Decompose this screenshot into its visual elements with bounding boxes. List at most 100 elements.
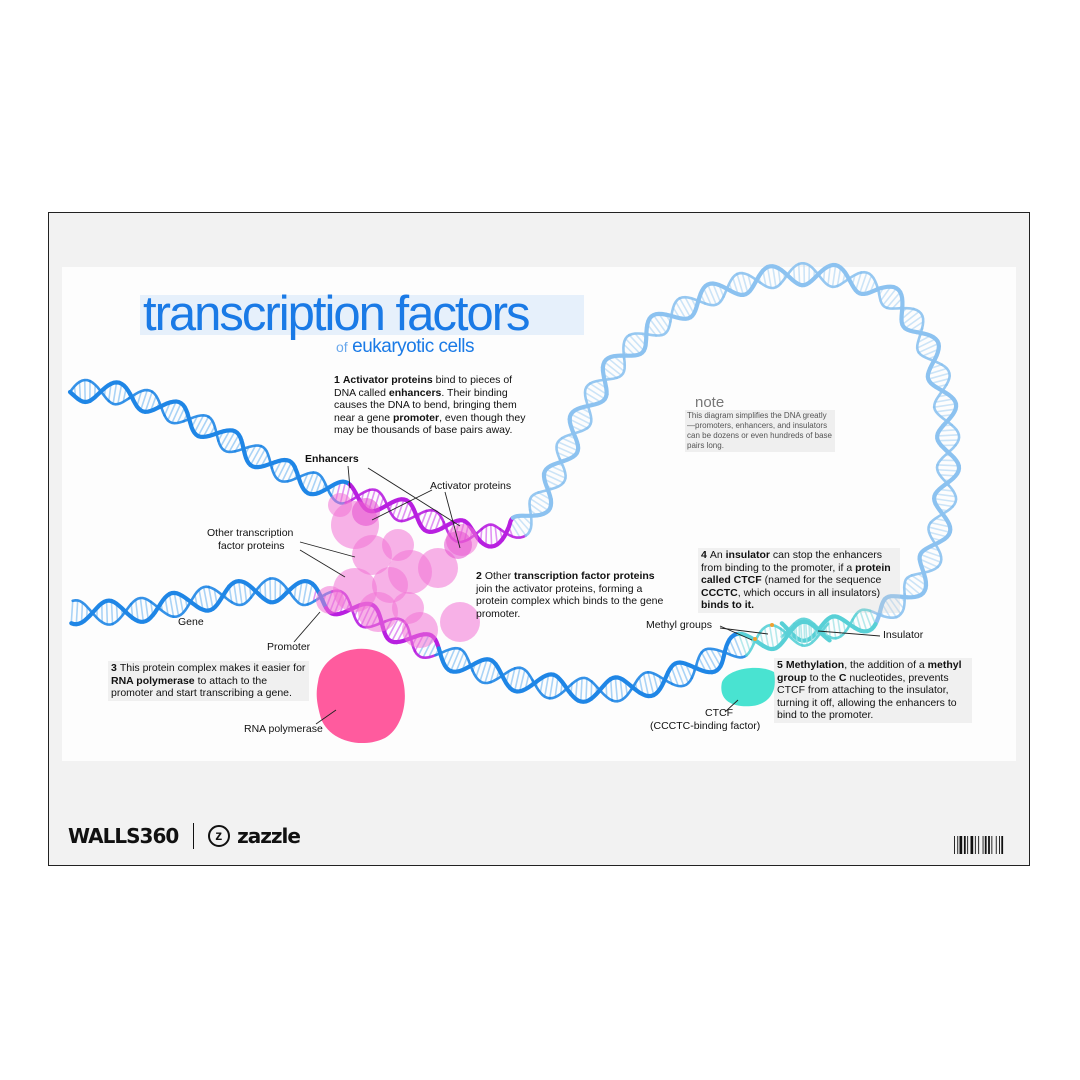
dna-base-pair	[937, 464, 959, 467]
dna-strand	[917, 542, 938, 562]
dna-base-pair	[939, 429, 957, 432]
dna-strand	[303, 485, 331, 497]
tf-protein-blob	[358, 592, 398, 632]
barcode-bar	[963, 836, 966, 854]
dna-base-pair	[485, 525, 488, 546]
dna-strand	[555, 436, 564, 461]
dna-upper-loop	[67, 262, 962, 643]
label-activator-proteins: Activator proteins	[430, 480, 512, 492]
dna-strand	[247, 583, 273, 605]
dna-base-pair	[484, 660, 493, 684]
dna-strand	[68, 378, 92, 394]
dna-base-pair	[647, 672, 655, 696]
dna-strand	[436, 646, 453, 674]
dna-strand	[586, 404, 593, 430]
dna-helix-layer	[67, 262, 962, 704]
dna-strand	[722, 650, 748, 659]
dna-base-pair	[428, 511, 438, 533]
dna-strand	[630, 671, 650, 691]
dna-strand	[210, 584, 232, 611]
dna-base-pair	[489, 524, 493, 547]
dna-strand	[838, 265, 858, 293]
leader-otf-1	[299, 541, 356, 558]
barcode-bar	[970, 836, 974, 854]
dna-base-pair	[614, 677, 619, 702]
dna-base-pair	[810, 623, 813, 643]
barcode-bar	[991, 836, 993, 854]
leader-promoter	[293, 611, 321, 643]
dna-strand	[189, 600, 215, 613]
dna-strand	[89, 598, 114, 616]
dna-strand	[288, 591, 309, 607]
dna-strand	[663, 312, 693, 321]
dna-base-pair	[700, 652, 713, 673]
dna-base-pair	[607, 357, 625, 372]
dna-strand	[722, 272, 739, 299]
dna-strand	[779, 627, 804, 647]
step-text-run: to the	[806, 671, 839, 684]
dna-base-pair	[269, 578, 272, 603]
dna-base-pair	[859, 610, 868, 632]
dna-base-pair	[863, 609, 873, 630]
step-bold-term: insulator	[725, 549, 770, 561]
barcode-bar	[982, 836, 984, 854]
dna-base-pair	[561, 437, 579, 447]
dna-strand	[221, 428, 244, 443]
dna-base-pair	[935, 502, 953, 508]
barcode-bar	[978, 836, 980, 854]
dna-base-pair	[75, 600, 79, 625]
dna-base-pair	[658, 313, 670, 329]
dna-strand	[690, 651, 703, 680]
dna-base-pair	[144, 391, 153, 413]
barcode-bar	[1001, 836, 1004, 854]
dna-strand	[568, 692, 594, 704]
dna-strand	[817, 262, 843, 276]
dna-strand	[150, 591, 172, 618]
dna-base-pair	[911, 574, 927, 586]
brand-divider	[192, 823, 195, 849]
dna-strand	[528, 491, 540, 512]
poster-title: transcription factors	[143, 287, 531, 341]
dna-base-pair	[855, 613, 862, 631]
dna-strand	[798, 619, 824, 636]
dna-base-pair	[574, 409, 592, 420]
dna-strand	[934, 385, 959, 406]
dna-base-pair	[886, 291, 901, 309]
dna-base-pair	[585, 678, 588, 702]
dna-strand	[107, 397, 131, 406]
dna-base-pair	[901, 310, 920, 326]
step-bold-term: enhancers	[388, 386, 442, 399]
dna-base-pair	[831, 616, 837, 639]
dna-strand	[510, 513, 539, 520]
dna-strand	[589, 676, 613, 701]
step-number: 1	[334, 374, 340, 386]
dna-strand	[646, 671, 674, 686]
dna-base-pair	[516, 515, 531, 532]
dna-base-pair	[489, 663, 497, 683]
step-bold-term: C	[838, 671, 847, 684]
dna-base-pair	[428, 641, 438, 658]
tf-protein-blob	[418, 548, 458, 588]
step-text-run: Other	[484, 570, 515, 582]
dna-base-pair	[831, 265, 837, 287]
dna-strand	[288, 578, 315, 592]
dna-strand	[500, 515, 515, 542]
dna-strand	[418, 523, 444, 535]
subtitle-main: eukaryotic cells	[352, 336, 475, 357]
dna-strand	[561, 443, 581, 463]
dna-base-pair	[928, 531, 948, 538]
dna-base-pair	[220, 429, 231, 447]
label-methyl-groups: Methyl groups	[646, 619, 712, 631]
dna-strand	[227, 578, 252, 589]
step-text-run: bind to pieces of DNA called	[334, 374, 513, 399]
dna-base-pair	[836, 267, 842, 287]
dna-strand	[654, 320, 672, 337]
dna-strand	[109, 598, 135, 621]
step-bold-term: transcription factor proteins	[514, 570, 655, 582]
dna-base-pair	[736, 273, 745, 296]
dna-base-pair	[887, 596, 902, 615]
dna-strand	[935, 423, 946, 448]
dna-strand	[513, 666, 534, 682]
brand-footer: WALLS360 z zazzle	[68, 823, 301, 849]
